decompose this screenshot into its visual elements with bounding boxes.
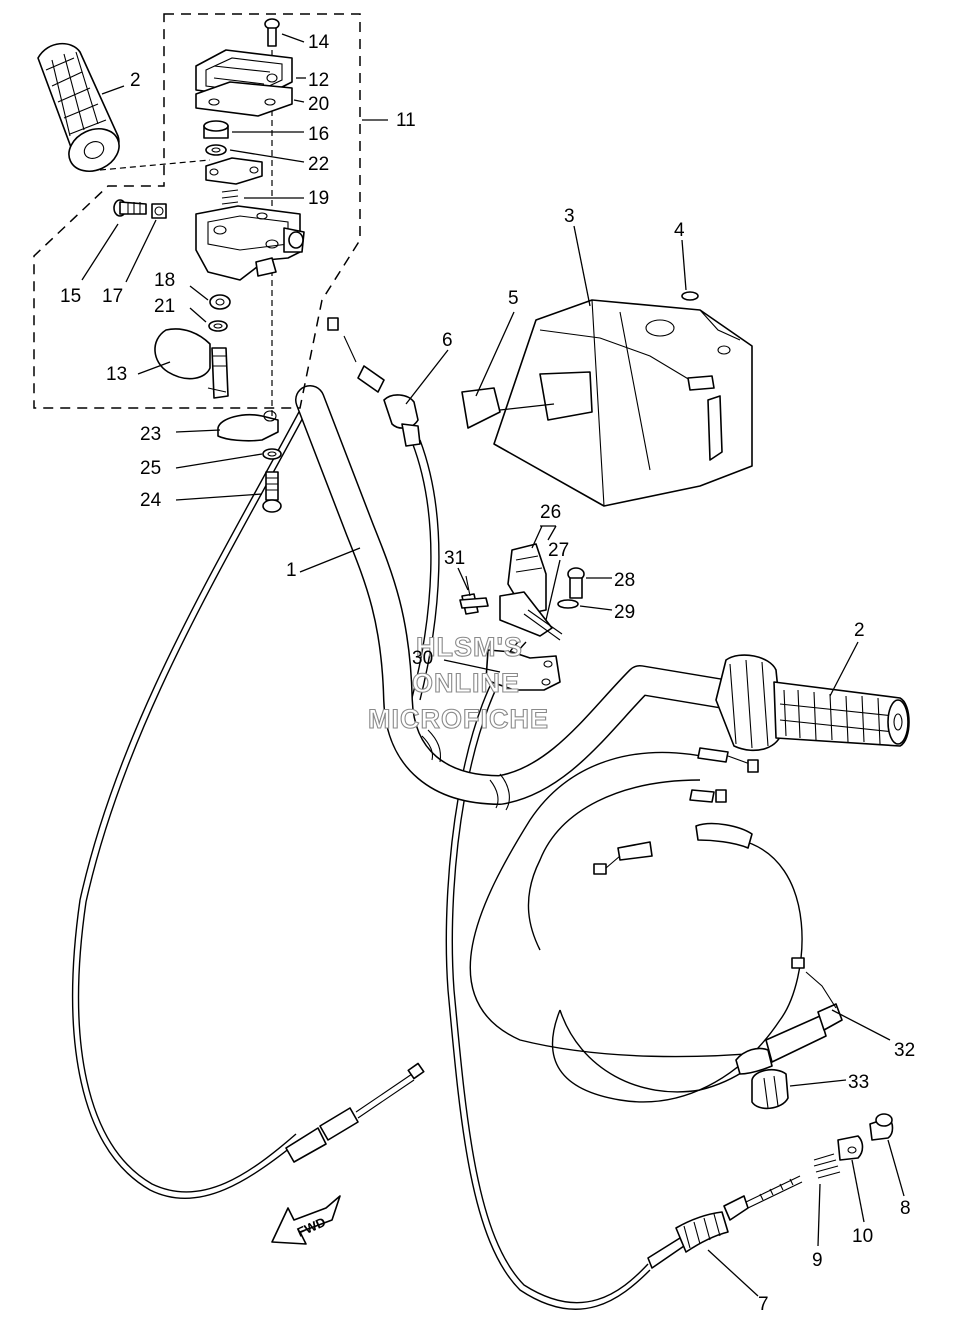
joint-10 [837,1135,864,1161]
svg-text:ONLINE: ONLINE [412,668,520,698]
spring-19 [221,189,239,205]
callout-30: 30 [412,648,433,669]
callout-27: 27 [548,540,569,561]
plate-22 [205,157,263,185]
callout-29: 29 [614,602,635,623]
callout-22: 22 [308,154,329,175]
washer-18 [209,294,231,310]
callout-31: 31 [444,548,465,569]
screw-14 [264,18,280,47]
callout-8: 8 [900,1198,911,1219]
adjuster-8 [869,1113,894,1141]
nut-17 [151,203,167,219]
svg-text:MICROFICHE: MICROFICHE [368,704,549,734]
callout-14: 14 [308,32,330,53]
handlebar-1 [295,385,775,811]
callout-26: 26 [540,502,561,523]
screw-15 [113,199,147,217]
washer-25 [262,448,282,460]
washer-22 [205,144,227,156]
left-cable [72,409,425,1200]
callout-19: 19 [308,188,329,209]
svg-text:HLSM'S: HLSM'S [416,632,523,662]
callout-1: 1 [286,560,297,581]
callout-7: 7 [758,1294,769,1315]
callout-10: 10 [852,1226,873,1247]
left-grip-2 [37,42,120,172]
clamp-23 [217,410,279,442]
callout-labels: 1 2 2 3 4 5 6 7 8 9 10 11 12 13 14 15 16… [60,32,915,1315]
callout-2-right: 2 [854,620,865,641]
callout-24: 24 [140,490,162,511]
spring-9 [813,1153,841,1179]
callout-5: 5 [508,288,519,309]
leader-lines [81,33,905,1297]
callout-18: 18 [154,270,175,291]
switch-26 [499,543,563,641]
bracket-5 [461,387,501,429]
callout-11: 11 [396,110,416,131]
callout-15: 15 [60,286,81,307]
right-grip-2 [715,654,910,752]
gasket-20 [195,81,293,117]
callout-12: 12 [308,70,329,91]
callout-2-left: 2 [130,70,141,91]
right-cable-loops [469,747,803,1103]
bracket-30 [485,649,561,691]
group-11-outline [33,13,361,409]
cable-holder-33 [751,1068,789,1110]
callout-4: 4 [674,220,685,241]
callout-3: 3 [564,206,575,227]
watermark: HLSM'S ONLINE MICROFICHE [367,631,549,734]
lever-13 [154,328,229,399]
callout-25: 25 [140,458,161,479]
callout-33: 33 [848,1072,869,1093]
bolt-24 [262,471,282,513]
screw-31 [459,575,489,615]
washer-21 [208,320,228,332]
callout-20: 20 [308,94,329,115]
callout-13: 13 [106,364,127,385]
choke-cable-32 [559,957,843,1093]
handlebar-cover-3 [493,299,753,507]
bolt-28 [567,567,585,599]
callout-23: 23 [140,424,161,445]
callout-9: 9 [812,1250,823,1271]
callout-16: 16 [308,124,329,145]
brake-cable-upper [327,317,440,701]
forward-direction-arrow: FWD [271,1195,341,1245]
washer-29 [557,599,579,609]
callout-28: 28 [614,570,635,591]
collar-16 [203,120,229,139]
callout-6: 6 [442,330,453,351]
pad-4 [681,291,699,301]
callout-17: 17 [102,286,123,307]
callout-21: 21 [154,296,175,317]
callout-32: 32 [894,1040,915,1061]
throttle-cable-7 [445,639,803,1310]
switch-body [195,205,305,281]
